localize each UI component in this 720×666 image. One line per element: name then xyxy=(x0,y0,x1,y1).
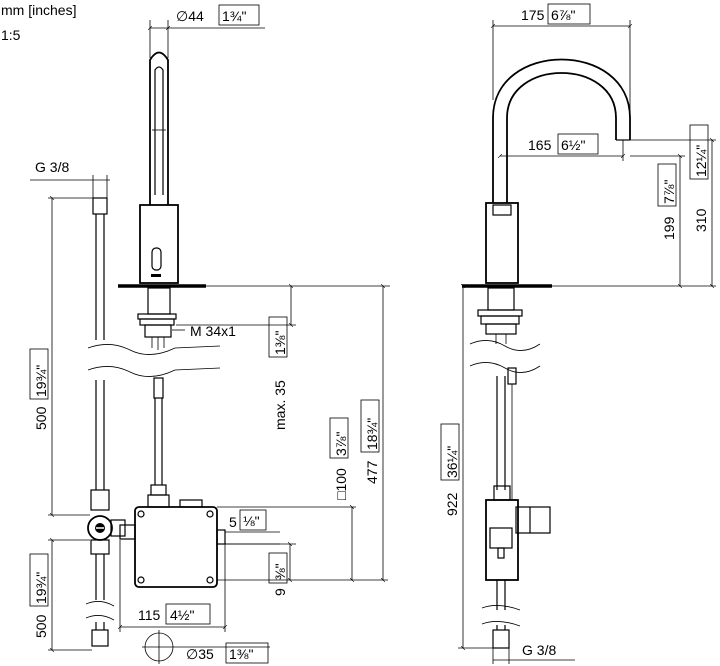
total-below-in-label: 18¾" xyxy=(364,418,380,450)
scale-label: 1:5 xyxy=(1,27,21,43)
left-dimension-lines xyxy=(30,20,390,664)
box-bottom-in-box xyxy=(268,552,288,584)
box-bottom-in-label: ⅜" xyxy=(272,563,288,580)
total-below-label: 477 xyxy=(364,460,380,484)
total-height-label: 310 xyxy=(693,208,709,232)
left-upper-hose xyxy=(147,377,170,508)
box-size-in-label: 3⅞" xyxy=(333,432,349,456)
box-size-in-box xyxy=(329,417,349,459)
hose-upper-length-in-label: 19¾" xyxy=(33,365,49,397)
hose-lower-length-in-label: 19¾" xyxy=(33,572,49,604)
box-width-in-box xyxy=(165,603,211,625)
deck-thickness-label: max. 35 xyxy=(272,380,288,430)
spout-height-label: 199 xyxy=(661,216,677,240)
hose-lower-length-in-box xyxy=(29,553,49,607)
hose-upper-length-in-box xyxy=(29,348,49,400)
total-height-in-label: 12¼" xyxy=(693,145,709,177)
right-view: 175 6⅞" 165 6½" 199 7⅞" 310 12¼" 922 36¼… xyxy=(440,3,716,664)
reach-in-box xyxy=(547,3,591,25)
spout-diameter-label: ∅44 xyxy=(176,8,204,24)
hole-diameter-in-box xyxy=(225,642,269,664)
box-offset-label: 5 xyxy=(229,514,237,530)
spout-diameter-in-label: 1¾" xyxy=(222,8,246,24)
spout-height-in-box xyxy=(657,163,677,207)
box-offset-in-label: ⅛" xyxy=(243,513,260,529)
left-deck xyxy=(118,284,206,350)
right-spout xyxy=(485,58,631,284)
reach-inner-in-box xyxy=(557,133,599,155)
deck-thickness-in-label: 1⅜" xyxy=(272,331,288,355)
hose-upper-length-label: 500 xyxy=(33,406,49,430)
hose-total-in-box xyxy=(440,423,460,481)
left-break-marks xyxy=(85,344,221,621)
hole-diameter-label: ∅35 xyxy=(186,646,214,662)
right-deck xyxy=(462,284,552,344)
hose-lower-length-label: 500 xyxy=(33,614,49,638)
units-label: mm [inches] xyxy=(1,2,76,18)
left-control-box xyxy=(119,499,226,588)
left-inlet-hose xyxy=(87,197,126,647)
hose-total-in-label: 36¼" xyxy=(444,446,460,478)
deck-thickness-in-box xyxy=(268,316,288,358)
sensor-window xyxy=(151,247,162,271)
right-inlet-thread-label: G 3/8 xyxy=(522,642,556,658)
box-offset-in-box xyxy=(239,509,267,531)
total-below-in-box xyxy=(360,399,380,453)
spout-height-in-label: 7⅞" xyxy=(661,180,677,204)
mount-thread-label: M 34x1 xyxy=(190,323,236,339)
inlet-thread-label: G 3/8 xyxy=(35,159,69,175)
hose-total-label: 922 xyxy=(444,492,460,516)
reach-inner-label: 165 xyxy=(528,137,552,153)
reach-label: 175 xyxy=(521,7,545,23)
left-view: ∅44 1¾" G 3/8 500 19¾" 500 19¾" M 34x1 m… xyxy=(29,4,390,664)
hole-diameter-in-label: 1⅜" xyxy=(229,646,253,662)
right-dimension-lines xyxy=(458,20,716,664)
left-spout xyxy=(139,51,179,284)
box-bottom-label: 9 xyxy=(272,588,288,596)
box-size-label: □100 xyxy=(333,468,349,500)
box-width-in-label: 4½" xyxy=(170,607,194,623)
reach-in-label: 6⅞" xyxy=(551,7,575,23)
right-control-box xyxy=(485,499,551,581)
spout-diameter-in-box xyxy=(218,4,260,26)
box-width-label: 115 xyxy=(138,607,161,623)
right-break-marks xyxy=(469,340,541,627)
reach-inner-in-label: 6½" xyxy=(561,137,585,153)
right-pipe xyxy=(492,367,517,649)
total-height-in-box xyxy=(689,124,709,180)
